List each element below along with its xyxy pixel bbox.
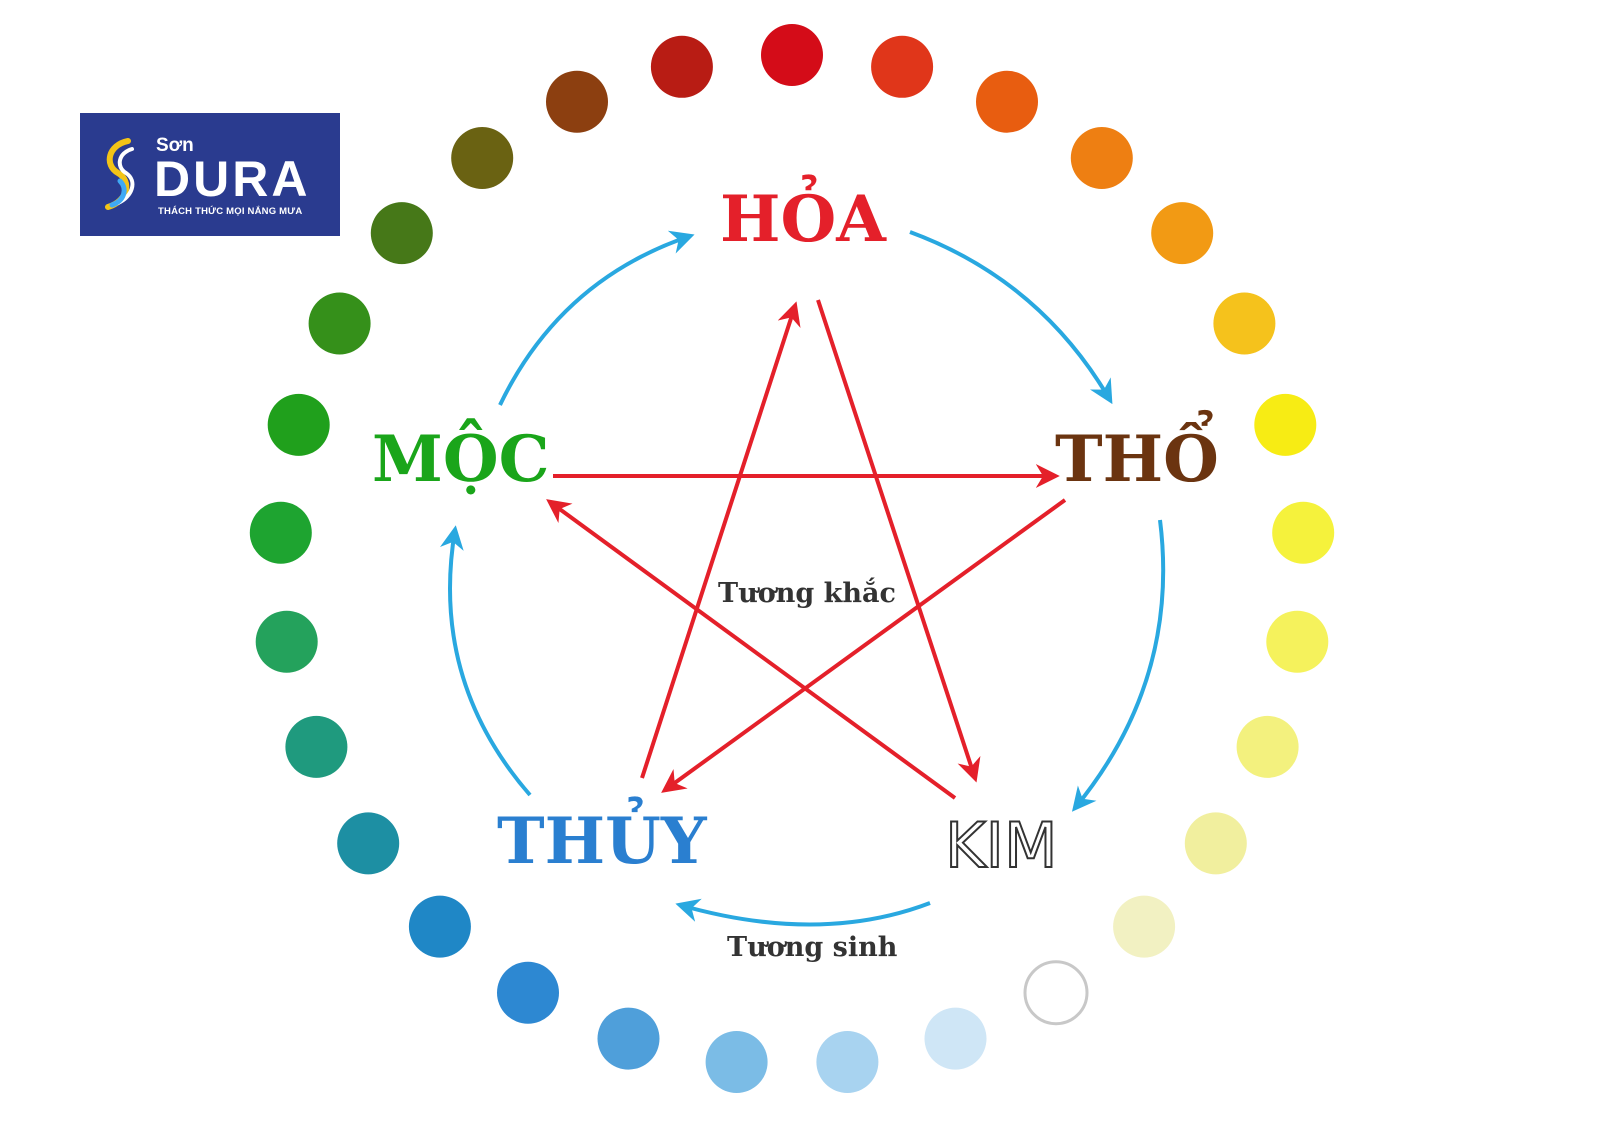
color-dot [249,501,312,564]
color-dot [1070,127,1133,189]
controlling-cycle [546,299,1067,800]
color-dot [761,24,823,86]
caption-tuong-sinh: Tương sinh [727,932,898,963]
color-dot [871,35,934,98]
color-dot [337,812,400,875]
color-dot [285,715,348,778]
brand-tagline: THÁCH THỨC MỌI NẮNG MƯA [158,206,303,217]
color-dot [976,70,1038,133]
caption-tuong-khac: Tương khắc [718,578,896,609]
color-dot [408,895,471,958]
generating-cycle [440,230,1166,927]
arrow-thuy-to-hoa [640,301,801,779]
arrow-tho-to-thuy [661,498,1067,793]
color-dot [1272,501,1335,564]
color-dot [1184,812,1247,875]
color-dot [1236,715,1299,778]
color-dot [255,610,318,673]
arrow-hoa-to-tho [909,230,1113,405]
color-dot [1213,292,1276,355]
color-dot [1023,960,1089,1026]
arrow-moc-to-hoa [498,230,695,406]
dura-swirl-icon [105,138,135,210]
color-dot [705,1031,768,1093]
color-dot [1113,895,1176,958]
color-dot [267,393,330,456]
element-moc: MỘC [372,422,550,497]
arrow-thuy-to-moc [440,525,532,797]
element-thuy: THỦY [497,804,707,879]
color-dot [650,35,713,98]
color-dot [924,1007,987,1070]
color-dot [597,1007,660,1070]
dura-logo: Sơn DURA THÁCH THỨC MỌI NẮNG MƯA [80,113,340,236]
arrow-kim-to-thuy [675,898,931,927]
color-dot [1254,393,1317,456]
color-dot [1151,202,1214,265]
element-tho: THỔ [1055,422,1219,497]
brand-small: Sơn [156,135,194,156]
color-wheel [249,24,1335,1093]
element-hoa: HỎA [720,182,886,257]
color-dot [451,127,514,189]
arrow-tho-to-kim [1071,519,1166,812]
element-kim: KIM [944,809,1058,882]
brand-name: DURA [154,151,311,207]
color-dot [370,202,433,265]
color-dot [1266,610,1329,673]
arrow-kim-to-moc [546,499,957,800]
color-dot [308,292,371,355]
color-dot [546,70,608,133]
arrow-hoa-to-kim [816,299,981,783]
color-dot [816,1031,879,1093]
color-dot [497,961,559,1024]
